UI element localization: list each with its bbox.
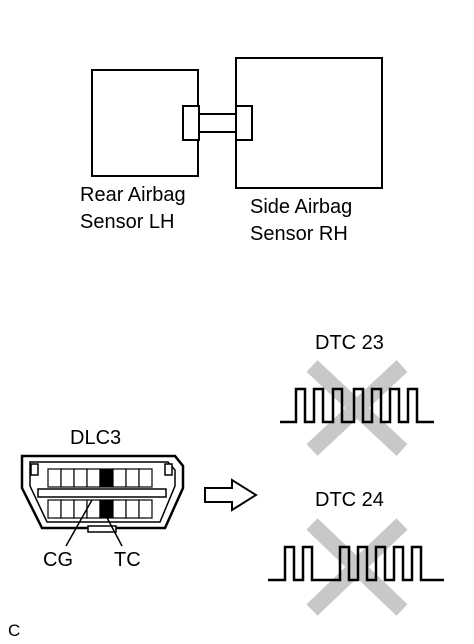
dlc3-pin (86, 499, 101, 519)
dlc3-pin-grid (47, 468, 153, 519)
dlc3-pin (125, 499, 140, 519)
dlc3-pin (112, 468, 127, 488)
dtc23-pulse-waveform (280, 387, 434, 424)
dtc23-label: DTC 23 (315, 332, 384, 354)
rear-sensor-label-line2: Sensor LH (80, 211, 175, 233)
dtc24-pulse-waveform (268, 545, 444, 582)
dlc3-pin (47, 468, 62, 488)
dlc3-pin (138, 499, 153, 519)
cg-leader-line (65, 499, 93, 547)
rear-sensor-label-line1: Rear Airbag (80, 184, 186, 206)
dlc3-pin (73, 468, 88, 488)
cg-pin (99, 468, 114, 488)
dlc3-pin (138, 468, 153, 488)
dlc3-label: DLC3 (70, 427, 121, 449)
right-arrow-icon (204, 478, 258, 512)
side-sensor-label-line1: Side Airbag (250, 196, 352, 218)
dlc3-pin (73, 499, 88, 519)
dlc3-pin (47, 499, 62, 519)
dtc23-cross-mark (306, 360, 408, 456)
side-sensor-label-line2: Sensor RH (250, 223, 348, 245)
cg-label: CG (43, 549, 73, 571)
corner-label: C (8, 621, 20, 640)
side-airbag-sensor-rh-box (235, 57, 383, 189)
dlc3-pin (60, 468, 75, 488)
dlc3-pin (60, 499, 75, 519)
dlc3-pin (112, 499, 127, 519)
tc-label: TC (114, 549, 141, 571)
dlc3-pin (86, 468, 101, 488)
tc-leader-line (103, 511, 123, 547)
dlc3-pin (125, 468, 140, 488)
sensor-connector (182, 105, 253, 141)
dlc3-connector (20, 454, 185, 533)
rear-airbag-sensor-lh-box (91, 69, 199, 177)
dtc24-label: DTC 24 (315, 489, 384, 511)
